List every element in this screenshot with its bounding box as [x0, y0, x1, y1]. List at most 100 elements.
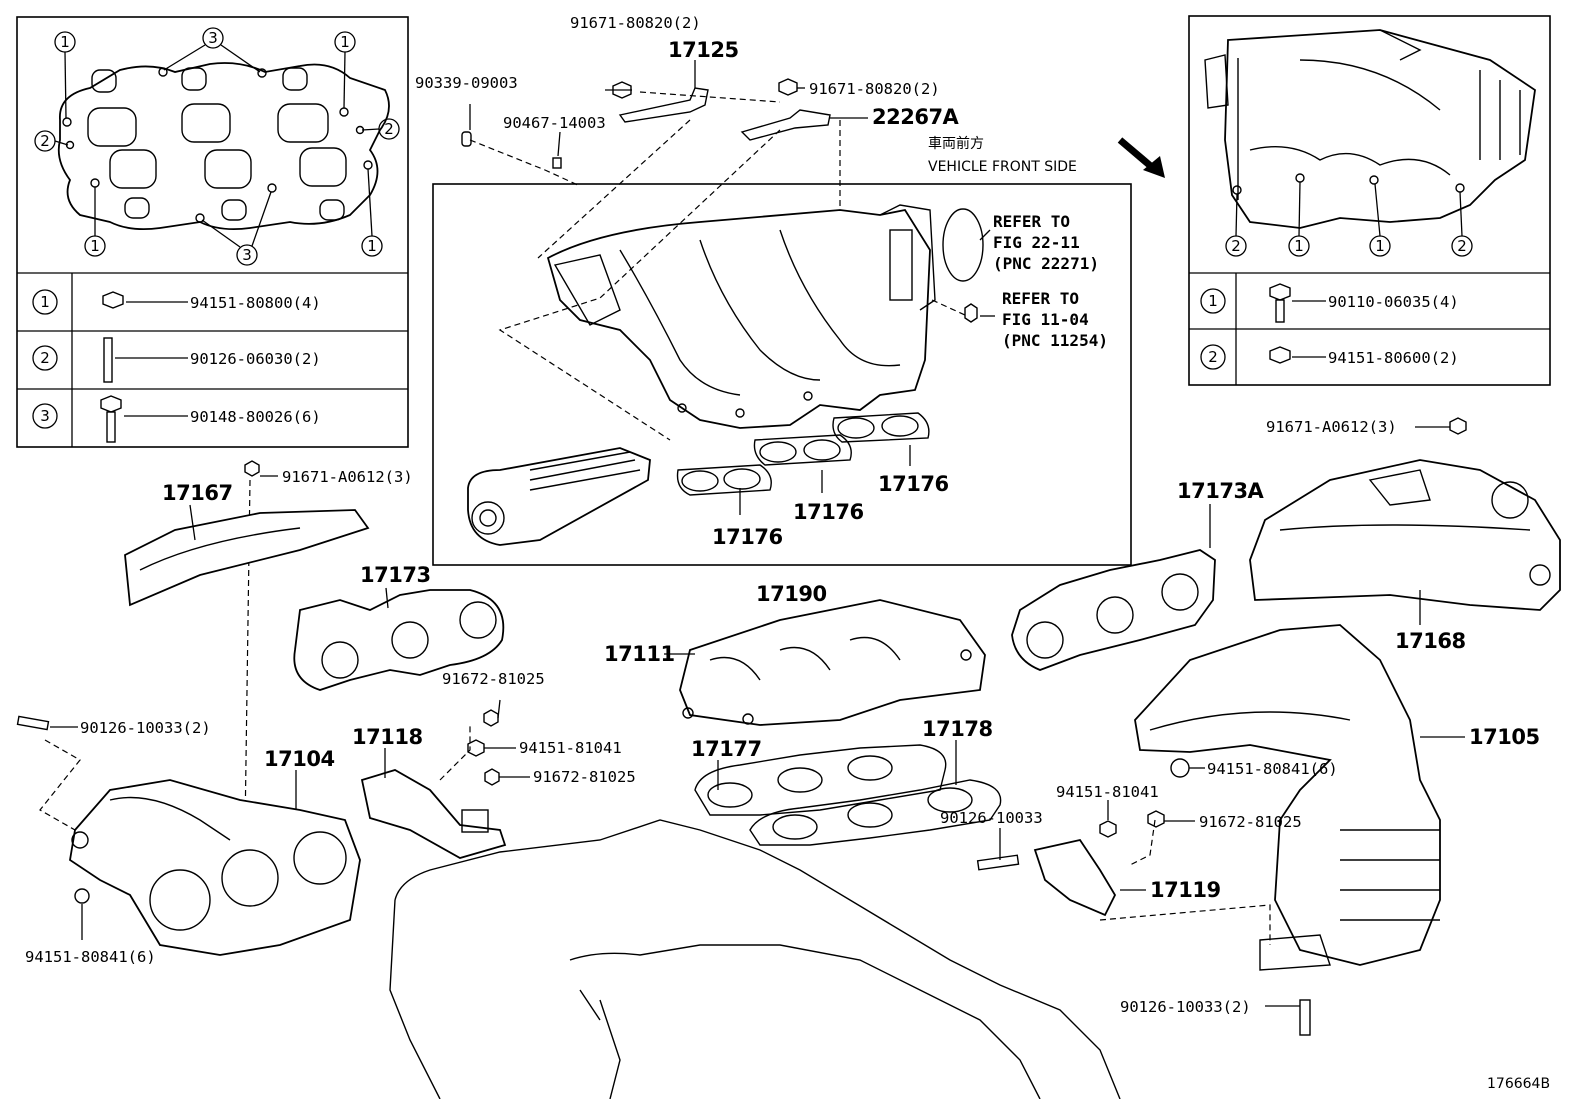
legend-key: 1 — [1208, 292, 1218, 310]
part-number-label: 91672-81025 — [1199, 813, 1302, 831]
pnc-label: 17111 — [604, 642, 675, 666]
pnc-label: 17168 — [1395, 629, 1466, 653]
exhaust-manifold-17104-drawing — [69, 779, 361, 956]
text-labels: 車両前方 VEHICLE FRONT SIDE REFER TO FIG 22-… — [25, 14, 1550, 1092]
stud-icon — [16, 715, 50, 731]
gasket-17177-drawing — [694, 744, 947, 816]
legend-key: 3 — [40, 407, 50, 425]
reference-text: (PNC 11254) — [1002, 331, 1108, 350]
left-legend-row: 1 94151-80800(4) — [32, 289, 321, 315]
part-number-label: 90126-10033 — [940, 809, 1043, 827]
part-number-label: 91671-80820(2) — [570, 14, 701, 32]
part-number-label: 91672-81025 — [533, 768, 636, 786]
manifold-17111-drawing — [679, 599, 986, 726]
bolt-icon — [483, 709, 499, 727]
reference-text: REFER TO — [1002, 289, 1079, 308]
part-number-label: 94151-80841(6) — [25, 948, 156, 966]
pnc-label: 17190 — [756, 582, 827, 606]
legend-key-circle — [32, 289, 58, 315]
left-inset-panel: 1 3 1 2 2 1 3 1 1 94151-80800(4) — [16, 16, 409, 448]
pnc-label: 17167 — [162, 481, 233, 505]
callout-number: 1 — [340, 33, 350, 51]
bracket-17125-drawing — [618, 87, 709, 123]
part-number-label: 91671-A0612(3) — [282, 468, 413, 486]
pnc-label: 17105 — [1469, 725, 1540, 749]
bolt-icon — [100, 395, 122, 443]
right-legend-row: 2 94151-80600(2) — [1200, 344, 1459, 370]
legend-part-number: 90110-06035(4) — [1328, 293, 1459, 311]
callout-number: 2 — [40, 132, 50, 150]
bolt-icon — [612, 81, 632, 99]
pnc-label: 17176 — [712, 525, 783, 549]
left-inset-callouts: 1 3 1 2 2 1 3 1 — [34, 27, 400, 266]
pnc-label: 17173A — [1177, 479, 1265, 503]
leader-lines — [50, 60, 1465, 1007]
callout-circle — [202, 27, 224, 49]
part-number-label: 91671-A0612(3) — [1266, 418, 1397, 436]
pnc-label: 17178 — [922, 717, 993, 741]
part-number-label: 94151-80841(6) — [1207, 760, 1338, 778]
exhaust-manifold-17105-drawing — [1134, 624, 1441, 971]
bolt-icon — [484, 768, 500, 786]
part-number-label: 91672-81025 — [442, 670, 545, 688]
nut-icon — [467, 739, 485, 757]
stud-icon — [1299, 999, 1311, 1036]
pnc-label: 17173 — [360, 563, 431, 587]
part-number-label: 90126-10033(2) — [80, 719, 211, 737]
nut-icon — [1170, 758, 1190, 778]
small-fasteners-top — [244, 78, 1467, 477]
part-number-label: 90339-09003 — [415, 74, 518, 92]
clip-icon — [552, 157, 562, 169]
pnc-label: 17176 — [793, 500, 864, 524]
right-inset-callouts: 2 1 1 2 — [1225, 181, 1473, 257]
part-number-label: 91671-80820(2) — [809, 80, 940, 98]
reference-text: FIG 11-04 — [1002, 310, 1089, 329]
callout-number: 1 — [367, 237, 377, 255]
callout-number: 1 — [90, 237, 100, 255]
legend-key-circle — [32, 403, 58, 429]
gasket-ring-drawing — [942, 208, 984, 282]
gasket-17178-drawing — [749, 779, 1002, 846]
legend-part-number: 90126-06030(2) — [190, 350, 321, 368]
heat-insulator-17167-drawing — [124, 509, 370, 607]
bracket-17119-drawing — [1033, 838, 1117, 917]
intake-manifold-drawing — [546, 204, 936, 429]
vehicle-front-note-jp: 車両前方 — [928, 135, 984, 152]
reference-text: REFER TO — [993, 212, 1070, 231]
reference-text: FIG 22-11 — [993, 233, 1080, 252]
throttle-body-drawing — [467, 447, 651, 546]
part-number-label: 90467-14003 — [503, 114, 606, 132]
legend-part-number: 94151-80600(2) — [1328, 349, 1459, 367]
dashed-leaders — [39, 91, 1271, 945]
callout-number: 2 — [1231, 237, 1241, 255]
pnc-label: 17176 — [878, 472, 949, 496]
heat-insulator-17168-drawing — [1249, 459, 1561, 611]
legend-key: 1 — [40, 293, 50, 311]
nut-icon — [1269, 346, 1291, 364]
vehicle-front-arrow-icon — [1117, 137, 1165, 178]
right-legend-row: 1 90110-06035(4) — [1200, 283, 1459, 323]
pnc-label: 17118 — [352, 725, 423, 749]
callout-number: 3 — [242, 246, 252, 264]
bolt-icon — [1449, 417, 1467, 435]
bolt-icon — [964, 303, 978, 323]
pnc-label: 17125 — [668, 38, 739, 62]
bracket-17118-drawing — [360, 769, 507, 859]
pnc-label: 17177 — [691, 737, 762, 761]
stud-bolt-icon — [103, 337, 113, 383]
exhaust-gasket-17173A-drawing — [1011, 549, 1216, 671]
callout-number: 2 — [1457, 237, 1467, 255]
pnc-label: 22267A — [872, 105, 960, 129]
bolt-icon — [244, 460, 260, 477]
nut-icon — [1099, 820, 1117, 838]
stud-icon — [976, 854, 1020, 871]
callout-number: 1 — [1375, 237, 1385, 255]
bolt-icon — [778, 78, 798, 96]
part-number-label: 94151-81041 — [1056, 783, 1159, 801]
callout-circle — [236, 244, 258, 266]
pnc-label: 17104 — [264, 747, 335, 771]
right-inset-border — [1188, 15, 1551, 386]
bolt-icon — [1147, 810, 1165, 828]
part-number-label: 90126-10033(2) — [1120, 998, 1251, 1016]
right-inset-panel: 2 1 1 2 1 90110-06035(4) 2 94151-80600(2… — [1188, 15, 1551, 386]
